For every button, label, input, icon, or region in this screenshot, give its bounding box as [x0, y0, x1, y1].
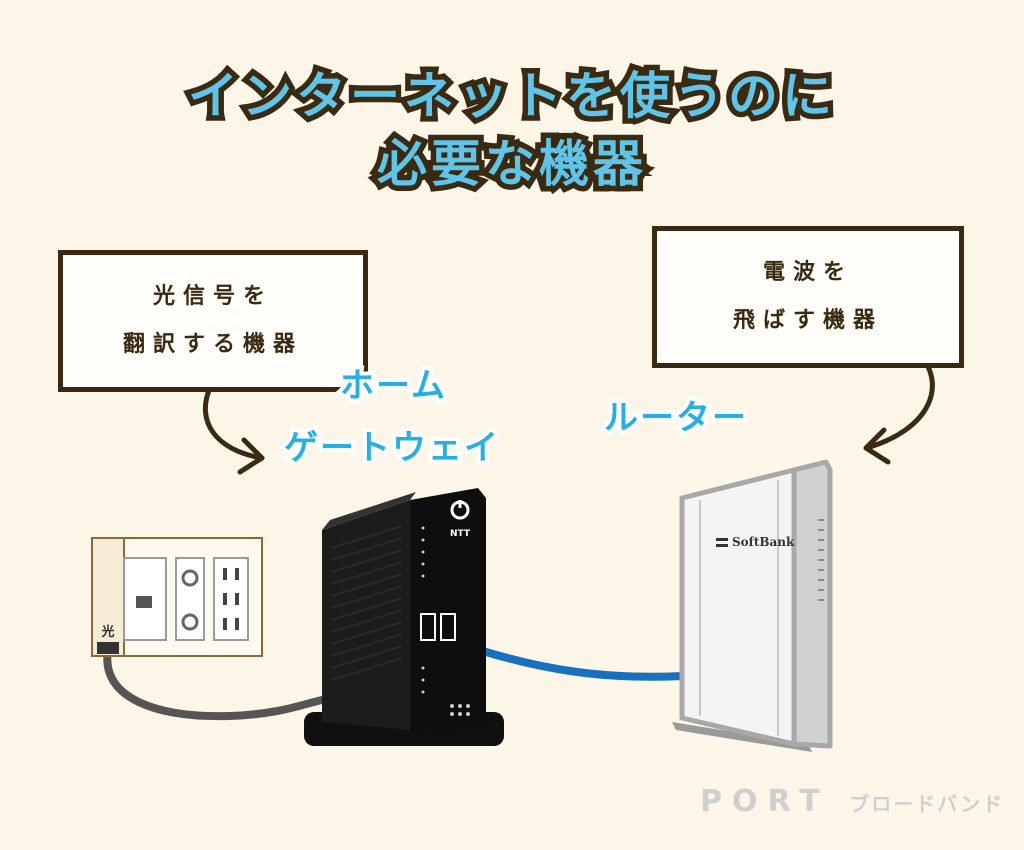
home-gateway-device	[304, 488, 504, 746]
page-title-line-2: 必要な機器	[372, 130, 649, 199]
router-brand: SoftBank	[732, 535, 795, 549]
callout-router-line-1: 電波を	[762, 260, 853, 285]
callout-gateway-line-1: 光信号を	[152, 284, 273, 309]
lan-cable	[482, 648, 686, 681]
fiber-cable	[103, 646, 326, 721]
wall-outlet	[91, 537, 263, 657]
callout-gateway-line-2: 翻訳する機器	[122, 332, 303, 357]
callout-gateway-description: 光信号を 翻訳する機器	[58, 250, 368, 392]
callout-router-line-2: 飛ばす機器	[732, 308, 883, 333]
router-device	[672, 459, 833, 752]
wall-outlet-label: 光	[100, 624, 114, 640]
home-gateway-label-line-1: ホーム	[336, 362, 449, 410]
footer-logo: PORT ブロードバンド	[700, 784, 1004, 819]
gateway-brand: NTT	[450, 529, 471, 539]
callout-router-description: 電波を 飛ばす機器	[652, 226, 964, 368]
footer-logo-sub: ブロードバンド	[849, 792, 1005, 816]
home-gateway-label-line-2: ゲートウェイ	[280, 424, 502, 472]
router-label: ルーター	[600, 394, 750, 442]
page-title-line-1: インターネットを使うのに	[183, 62, 838, 131]
arrow-to-gateway	[203, 385, 265, 475]
footer-logo-brand: PORT	[700, 784, 830, 819]
